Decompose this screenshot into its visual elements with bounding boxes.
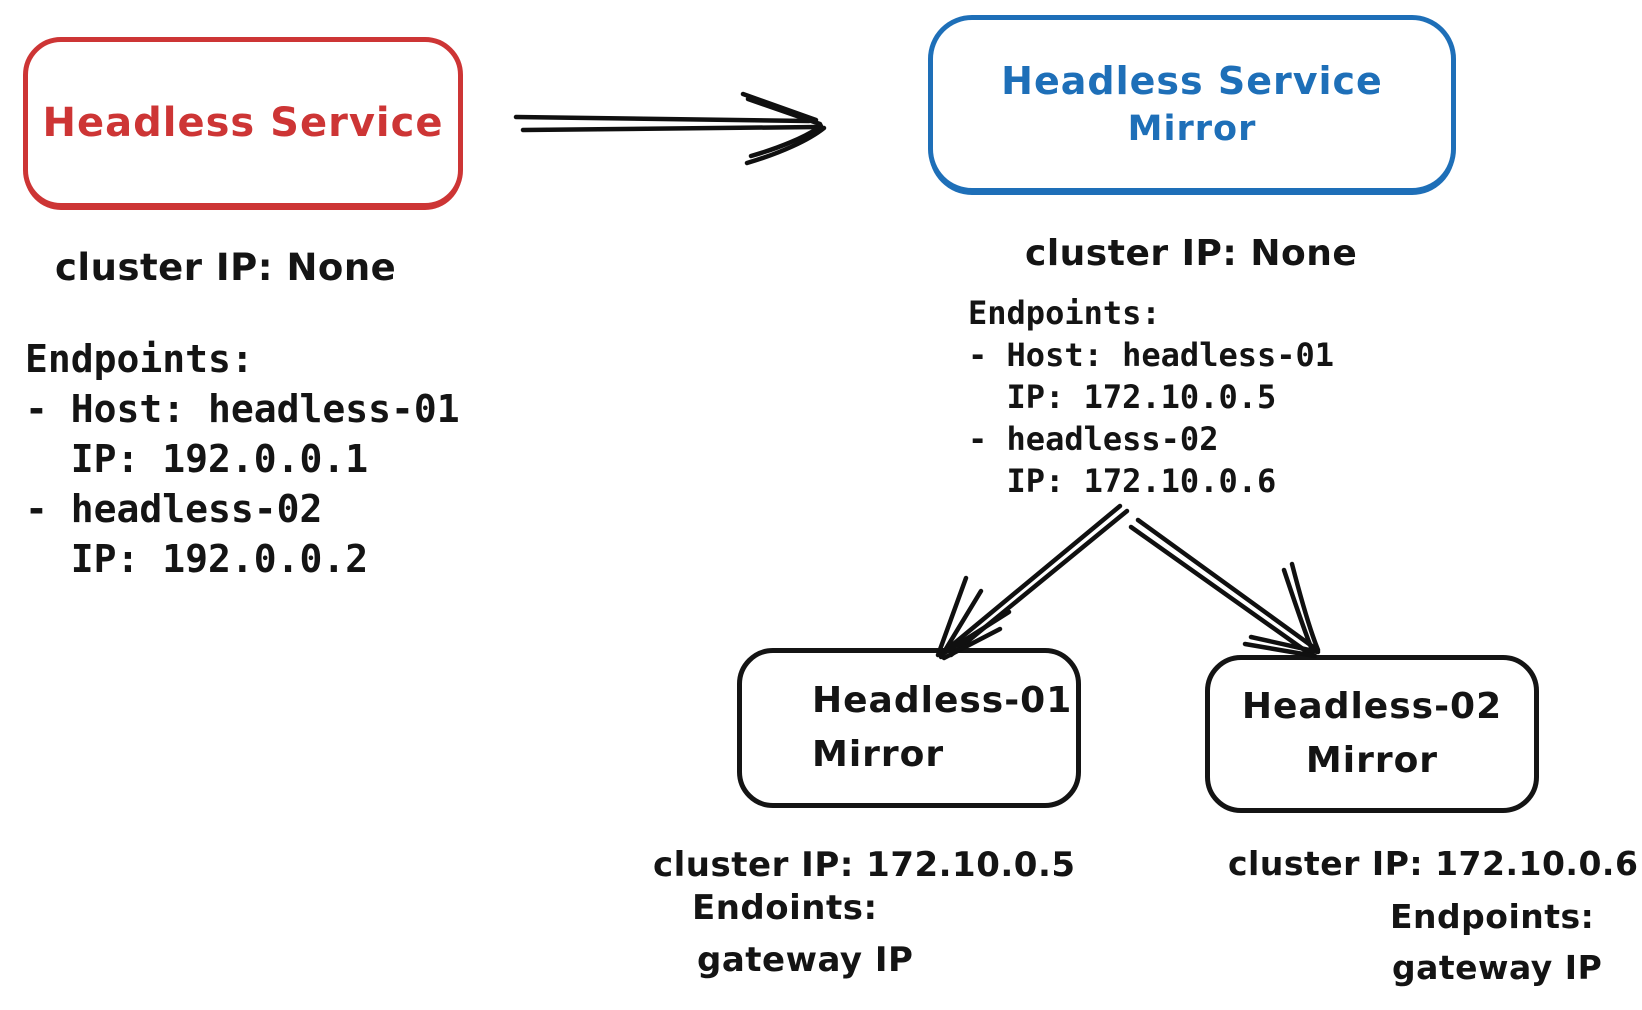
- headless-service-mirror-subtitle: Mirror: [1127, 109, 1257, 149]
- headless-service-title: Headless Service: [42, 99, 444, 146]
- headless-02-mirror-title: Headless-02: [1241, 686, 1503, 727]
- headless-02-mirror-node: Headless-02 Mirror: [1205, 655, 1539, 813]
- headless-01-mirror-cluster-ip: cluster IP: 172.10.0.5: [653, 845, 1076, 885]
- mirror-cluster-ip: cluster IP: None: [1025, 233, 1358, 274]
- headless-02-mirror-cluster-ip: cluster IP: 172.10.0.6: [1228, 844, 1639, 883]
- arrow-mirror-to-headless-02: [1128, 517, 1321, 659]
- headless-service-mirror-title: Headless Service: [1001, 59, 1383, 103]
- headless-01-mirror-gateway-ip: gateway IP: [697, 940, 914, 980]
- headless-02-mirror-gateway-ip: gateway IP: [1392, 948, 1603, 987]
- headless-02-mirror-endpoints-label: Endpoints:: [1390, 897, 1595, 936]
- headless-01-mirror-subtitle: Mirror: [812, 734, 945, 775]
- headless-service-mirror-node: Headless Service Mirror: [928, 15, 1456, 193]
- arrow-service-to-mirror: [513, 91, 827, 166]
- headless-service-endpoints: Endpoints: - Host: headless-01 IP: 192.0…: [25, 337, 460, 581]
- headless-service-node: Headless Service: [23, 37, 463, 208]
- headless-service-cluster-ip: cluster IP: None: [55, 246, 397, 289]
- headless-01-mirror-node: Headless-01 Mirror: [737, 648, 1081, 808]
- arrow-mirror-to-headless-01: [935, 503, 1130, 661]
- headless-01-mirror-title: Headless-01: [812, 680, 1073, 721]
- headless-01-mirror-endpoints-label: Endoints:: [692, 888, 878, 928]
- headless-02-mirror-subtitle: Mirror: [1305, 740, 1439, 781]
- mirror-endpoints: Endpoints: - Host: headless-01 IP: 172.1…: [968, 294, 1335, 500]
